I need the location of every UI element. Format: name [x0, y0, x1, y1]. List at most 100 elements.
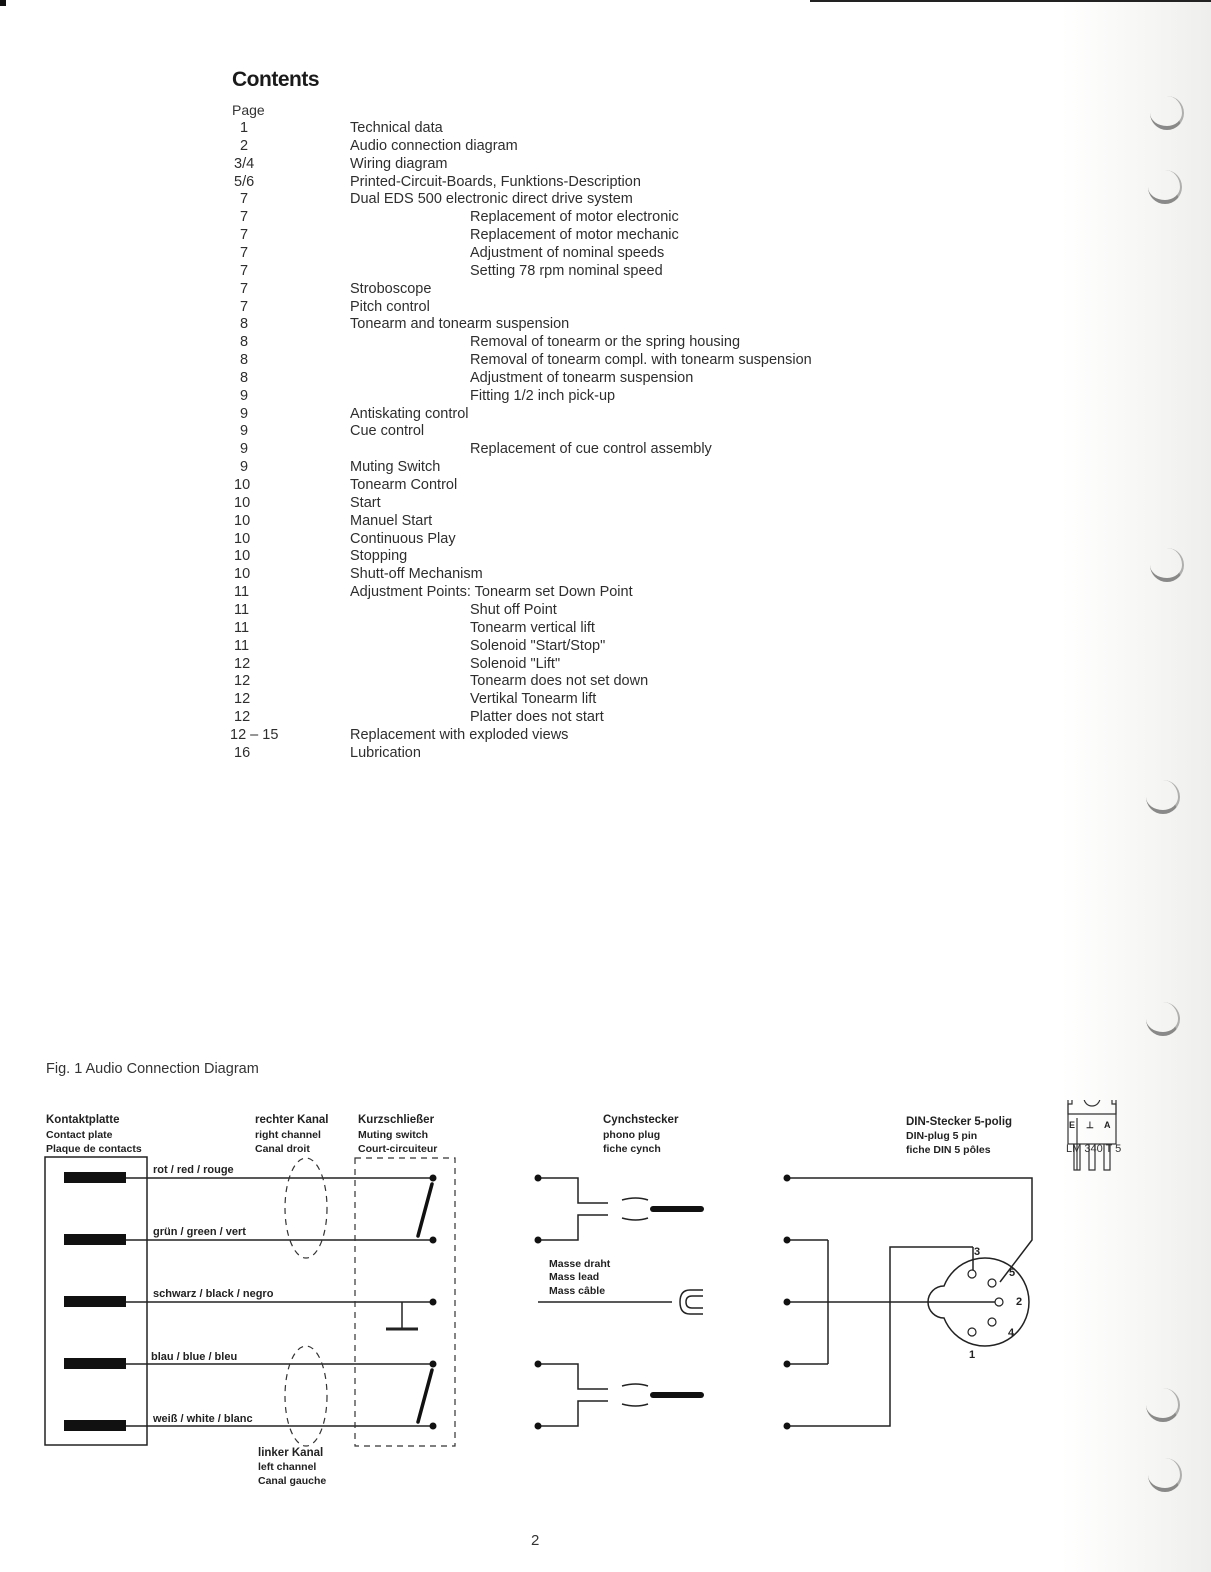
toc-subentry-text: Solenoid "Start/Stop" — [470, 637, 606, 654]
left-channel-label: left channel — [258, 1461, 316, 1473]
regulator-pin-label: A — [1104, 1120, 1111, 1130]
toc-subentry-text: Removal of tonearm or the spring housing — [470, 334, 741, 351]
toc-subentry-text: Vertikal Tonearm lift — [470, 691, 597, 708]
wire-label: grün / green / vert — [153, 1226, 246, 1238]
toc-page-number: 2 — [240, 137, 249, 154]
scan-top-edge — [810, 0, 1211, 2]
toc-entry-text: Stroboscope — [350, 280, 432, 297]
toc-page-number: 7 — [240, 244, 249, 261]
switch-contact — [416, 1182, 434, 1238]
page-number: 2 — [531, 1532, 540, 1549]
binder-hole — [1146, 1388, 1180, 1422]
toc-page-number: 9 — [240, 441, 249, 458]
toc-page-number: 16 — [234, 744, 251, 761]
toc-page-number: 10 — [234, 512, 251, 529]
din-plug-label: DIN-plug 5 pin — [906, 1130, 977, 1142]
toc-page-number: 11 — [234, 601, 250, 618]
toc-page-number: 11 — [234, 637, 250, 654]
toc-page-number: 9 — [240, 459, 249, 476]
mass-lead-label: Mass lead — [549, 1271, 599, 1283]
toc-entry-text: Cue control — [350, 423, 425, 440]
toc-page-number: 9 — [240, 387, 249, 404]
toc-subentry-text: Setting 78 rpm nominal speed — [470, 262, 663, 279]
toc-entry-text: Wiring diagram — [350, 155, 448, 172]
left-channel-shield — [284, 1345, 328, 1447]
din-pin-number: 1 — [969, 1349, 975, 1361]
toc-entry-text: Continuous Play — [350, 530, 456, 547]
toc-page-number: 10 — [234, 477, 251, 493]
contact-plate-label: Contact plate — [46, 1129, 113, 1141]
binder-hole — [1148, 170, 1182, 204]
toc-subentry-text: Shut off Point — [470, 601, 557, 618]
regulator-pin-label: E — [1069, 1120, 1075, 1130]
contents-title: Contents — [232, 68, 320, 91]
toc-page-number: 7 — [240, 280, 249, 297]
toc-page-number: 8 — [240, 352, 249, 369]
toc-page-number: 7 — [240, 227, 249, 244]
toc-page-number: 8 — [240, 316, 249, 333]
scan-corner-mark — [0, 0, 6, 6]
din-pin-number: 5 — [1009, 1267, 1015, 1279]
toc-entry-text: Stopping — [350, 548, 408, 565]
toc-subentry-text: Removal of tonearm compl. with tonearm s… — [470, 352, 812, 369]
toc-page-number: 10 — [234, 548, 251, 565]
toc-page-number: 5/6 — [234, 173, 255, 190]
phono-plug-label: Cynchstecker — [603, 1114, 679, 1126]
wire-label: blau / blue / bleu — [151, 1351, 237, 1363]
toc-subentry-text: Adjustment of tonearm suspension — [470, 369, 694, 386]
mass-lead-label: Mass câble — [549, 1285, 605, 1297]
contact-plate-outline — [44, 1156, 148, 1446]
toc-page-number: 12 — [234, 709, 251, 726]
muting-switch-box — [354, 1157, 456, 1447]
din-plug-label: fiche DIN 5 pôles — [906, 1144, 991, 1156]
right-channel-label: rechter Kanal — [255, 1114, 329, 1126]
contact-terminal — [64, 1420, 126, 1431]
toc-subentry-text: Tonearm vertical lift — [470, 619, 595, 636]
binder-hole — [1150, 96, 1184, 130]
toc-page-number: 12 — [234, 655, 251, 672]
toc-page-number: 10 — [234, 494, 251, 511]
regulator-ic-icon — [1067, 1100, 1117, 1171]
toc-page-number: 11 — [234, 619, 250, 636]
contact-terminal — [64, 1234, 126, 1245]
toc-page-number: 7 — [240, 191, 249, 208]
toc-entry-text: Shutt-off Mechanism — [350, 566, 483, 583]
toc-subentry-text: Replacement of cue control assembly — [470, 441, 712, 458]
din-pin-number: 4 — [1008, 1327, 1015, 1339]
right-channel-shield — [284, 1157, 328, 1259]
toc-entry-text: Replacement with exploded views — [350, 726, 569, 743]
toc-subentry-text: Adjustment of nominal speeds — [470, 244, 665, 261]
toc-page-number: 12 — [234, 691, 251, 708]
wire-label: weiß / white / blanc — [152, 1413, 253, 1425]
toc-entry-text: Tonearm and tonearm suspension — [350, 316, 570, 333]
toc-entry-text: Antiskating control — [350, 405, 469, 422]
left-channel-label: linker Kanal — [258, 1447, 323, 1459]
toc-entry-text: Lubrication — [350, 744, 421, 761]
right-channel-label: Canal droit — [255, 1143, 310, 1155]
toc-page-number: 8 — [240, 334, 249, 351]
mass-lead-label: Masse draht — [549, 1258, 611, 1270]
toc-page-number: 11 — [234, 584, 250, 601]
toc-entry-text: Dual EDS 500 electronic direct drive sys… — [350, 191, 633, 208]
right-channel-label: right channel — [255, 1129, 321, 1141]
toc-entry-text: Audio connection diagram — [350, 137, 518, 154]
toc-subentry-text: Platter does not start — [470, 709, 604, 726]
toc-page-number: 8 — [240, 369, 249, 386]
toc-entry-text: Printed-Circuit-Boards, Funktions-Descri… — [350, 173, 641, 190]
contact-terminal — [64, 1358, 126, 1369]
binder-hole — [1146, 1002, 1180, 1036]
din-pin-number: 3 — [974, 1246, 980, 1258]
muting-switch-label: Muting switch — [358, 1129, 428, 1141]
figure-caption: Fig. 1 Audio Connection Diagram — [46, 1061, 259, 1077]
left-channel-label: Canal gauche — [258, 1475, 326, 1487]
toc-subentry-text: Fitting 1/2 inch pick-up — [470, 387, 616, 404]
binder-hole — [1148, 1458, 1182, 1492]
wire-label: schwarz / black / negro — [153, 1288, 274, 1300]
toc-page-number: 10 — [234, 566, 251, 583]
binder-hole — [1150, 548, 1184, 582]
phono-plug-label: phono plug — [603, 1129, 660, 1141]
toc-entry-text: Muting Switch — [350, 459, 441, 476]
toc-page-number: 7 — [240, 209, 249, 226]
toc-page-number: 9 — [240, 423, 249, 440]
contact-terminal — [64, 1172, 126, 1183]
